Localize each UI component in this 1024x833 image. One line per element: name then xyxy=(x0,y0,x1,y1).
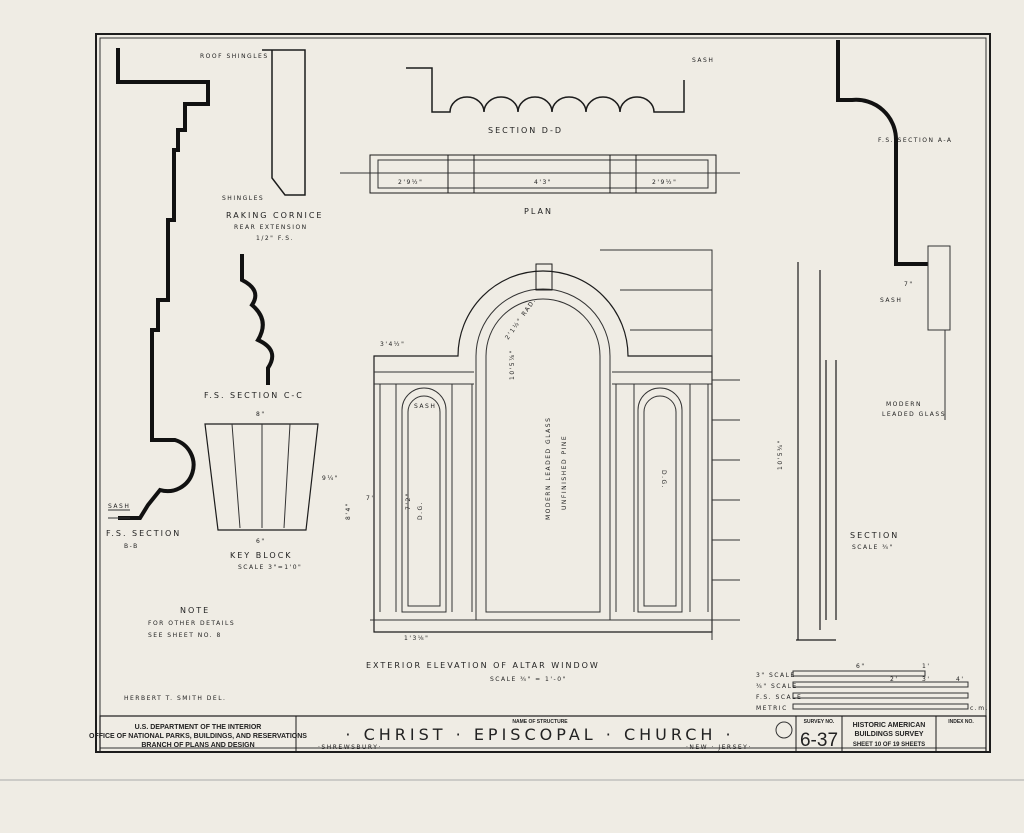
scale-tick-4: 4' xyxy=(956,676,964,683)
section-aa-dim: 7" xyxy=(904,281,914,288)
scale-tick-2: 2' xyxy=(890,676,898,683)
elevation-sash: SASH xyxy=(414,403,436,410)
plan-title: PLAN xyxy=(524,207,553,216)
scale-tick-1: 1' xyxy=(922,663,930,670)
elevation-glass-label: MODERN LEADED GLASS xyxy=(545,417,552,520)
section-cc-title: F.S. SECTION C-C xyxy=(204,391,304,400)
key-block-detail: 8" 9¼" 6" KEY BLOCK SCALE 3"=1'0" xyxy=(204,411,339,571)
habs-line2: BUILDINGS SURVEY xyxy=(854,731,923,738)
section-bb-profile: SASH F.S. SECTION B-B xyxy=(106,48,210,550)
section-title: SECTION xyxy=(850,531,899,540)
shingles-label: SHINGLES xyxy=(222,195,264,202)
key-block-scale: SCALE 3"=1'0" xyxy=(238,564,302,571)
elevation-pine-label: UNFINISHED PINE xyxy=(561,435,568,510)
key-block-title: KEY BLOCK xyxy=(230,551,293,560)
elevation-dg-left: D.G. xyxy=(417,501,424,520)
elevation-sill: 1'3⅛" xyxy=(404,635,429,642)
town: ·SHREWSBURY· xyxy=(318,744,382,751)
graphic-scales: 3" SCALE ¾" SCALE F.S. SCALE METRIC 6" 1… xyxy=(756,663,989,712)
section-aa-glass: MODERN xyxy=(886,401,922,408)
elevation-dim-total: 10'5¾" xyxy=(777,439,784,470)
elevation-dim-7: 7' xyxy=(366,495,374,502)
survey-label: SURVEY NO. xyxy=(804,719,835,725)
section-dd-sash: SASH xyxy=(692,57,714,64)
section-bb-sub: B-B xyxy=(124,543,139,550)
title-block: U.S. DEPARTMENT OF THE INTERIOR OFFICE O… xyxy=(89,715,987,753)
scale-34-label: ¾" SCALE xyxy=(756,683,798,690)
sheet-count: SHEET 10 OF 19 SHEETS xyxy=(853,742,925,748)
section-aa-title: F.S. SECTION A-A xyxy=(878,137,952,144)
scale-cm: c.m. xyxy=(970,705,989,712)
section-bb-title: F.S. SECTION xyxy=(106,529,181,538)
scale-tick-3: 3' xyxy=(922,676,930,683)
scale-3in-label: 3" SCALE xyxy=(756,672,796,679)
key-block-dim-side: 9¼" xyxy=(322,475,339,482)
dept-line1: U.S. DEPARTMENT OF THE INTERIOR xyxy=(135,724,262,731)
elevation-dim-center: 10'5⅞" xyxy=(509,349,516,380)
roof-shingles-label: ROOF SHINGLES xyxy=(200,53,269,60)
section-dd-detail: SASH SECTION D-D xyxy=(406,57,714,135)
structure-name: · CHRIST · EPISCOPAL · CHURCH · xyxy=(345,725,734,744)
section-aa-sash: SASH xyxy=(880,297,902,304)
side-section: SECTION SCALE ¾" xyxy=(796,262,899,641)
key-block-dim-top: 8" xyxy=(256,411,266,418)
scale-metric-label: METRIC xyxy=(756,705,788,712)
section-aa-glass2: LEADED GLASS xyxy=(882,411,946,418)
section-dd-title: SECTION D-D xyxy=(488,126,563,135)
dept-line3: BRANCH OF PLANS AND DESIGN xyxy=(141,742,254,749)
plan-dim-center: 4'3" xyxy=(534,179,552,186)
key-block-dim-bottom: 6" xyxy=(256,538,266,545)
dept-line2: OFFICE OF NATIONAL PARKS, BUILDINGS, AND… xyxy=(89,733,307,740)
state: ·NEW · JERSEY· xyxy=(686,744,752,751)
survey-number: 6-37 xyxy=(800,730,838,751)
delineator: HERBERT T. SMITH DEL. xyxy=(124,695,226,702)
raking-cornice-title: RAKING CORNICE xyxy=(226,211,323,220)
elevation-dim-width: 3'4½" xyxy=(380,341,405,348)
name-label: NAME OF STRUCTURE xyxy=(512,719,568,725)
note-line2: SEE SHEET NO. 8 xyxy=(148,632,222,639)
raking-cornice-detail: ROOF SHINGLES SHINGLES RAKING CORNICE RE… xyxy=(200,49,323,242)
elevation-dg-right: D.G. xyxy=(660,470,667,489)
scale-fs-label: F.S. SCALE xyxy=(756,694,802,701)
habs-line1: HISTORIC AMERICAN xyxy=(853,722,926,729)
section-bb-sash-label: SASH xyxy=(108,503,130,510)
plan-dim-left: 2'9½" xyxy=(398,179,423,186)
scale-tick-6: 6" xyxy=(856,663,866,670)
elevation-dim-side: 8'4" xyxy=(345,502,352,520)
section-aa-detail: F.S. SECTION A-A 7" SASH MODERN LEADED G… xyxy=(836,40,952,420)
raking-cornice-scale: 1/2" F.S. xyxy=(256,235,294,242)
elevation-dim-72: 7'2" xyxy=(405,492,412,510)
plan-dim-right: 2'9½" xyxy=(652,179,677,186)
index-label: INDEX NO. xyxy=(948,719,974,725)
section-cc-profile xyxy=(240,254,275,385)
section-scale: SCALE ¾" xyxy=(852,544,894,551)
survey-seal-icon xyxy=(775,721,793,739)
elevation-scale: SCALE ¾" = 1'-0" xyxy=(490,676,567,683)
note-line1: FOR OTHER DETAILS xyxy=(148,620,235,627)
raking-cornice-subtitle: REAR EXTENSION xyxy=(234,224,308,231)
elevation-title: EXTERIOR ELEVATION OF ALTAR WINDOW xyxy=(366,661,600,670)
plan-detail: 2'9½" 4'3" 2'9½" PLAN xyxy=(340,154,740,216)
note-title: NOTE xyxy=(180,606,210,615)
